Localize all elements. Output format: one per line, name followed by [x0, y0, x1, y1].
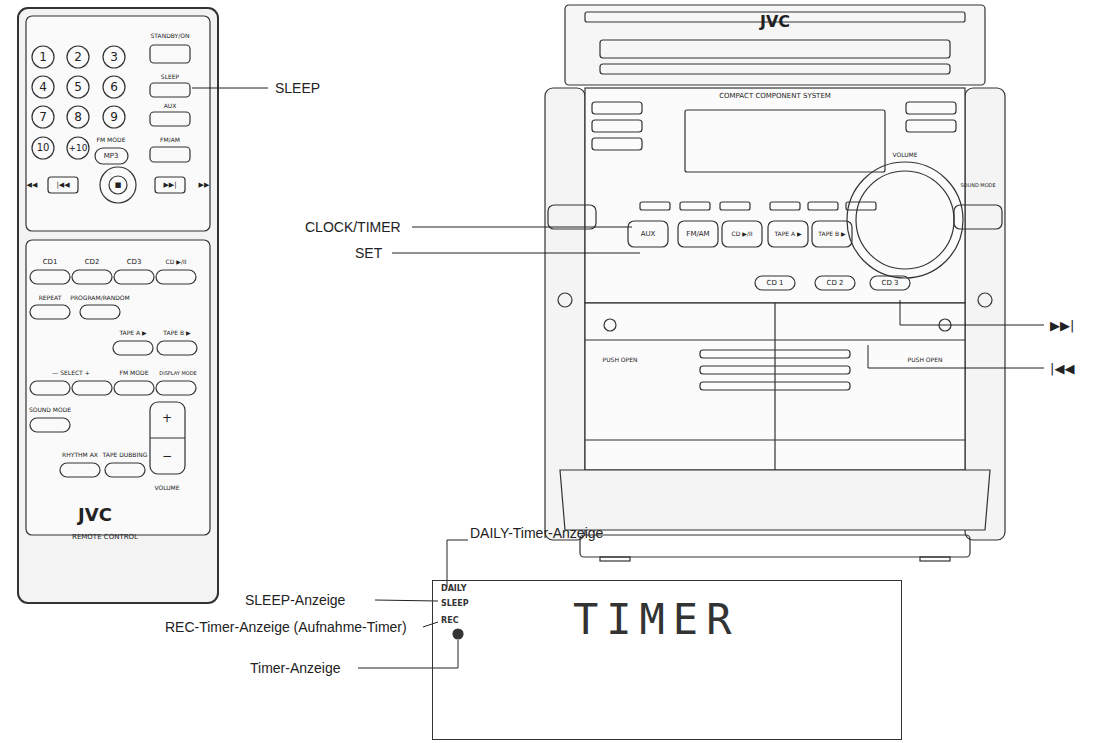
button-label: CD ▶/II — [732, 231, 753, 237]
button-label: SOUND MODE — [29, 407, 71, 413]
leader-lines — [192, 88, 1044, 668]
button-label: 5 — [74, 81, 82, 93]
callout-label: DAILY-Timer-Anzeige — [470, 526, 603, 540]
button-label: VOLUME — [154, 485, 179, 491]
brand-logo: JVC — [78, 506, 112, 524]
button-label: TAPE DUBBING — [103, 452, 148, 458]
button-label: + — [162, 412, 172, 424]
button-label: CD3 — [127, 259, 142, 266]
remote-body — [18, 8, 218, 603]
button-label: ■ — [115, 182, 122, 189]
display-text: TIMER — [573, 599, 739, 641]
callout-label: CLOCK/TIMER — [305, 220, 401, 234]
button-label: 4 — [39, 81, 47, 93]
button-label: CD 2 — [827, 280, 844, 287]
button-label: 6 — [110, 81, 118, 93]
button-label: FM MODE — [97, 137, 126, 143]
button-label: 3 — [110, 51, 118, 63]
button-label: TAPE B ▶ — [163, 330, 190, 336]
brand-logo: JVC — [760, 14, 790, 30]
button-label: ◀◀ — [27, 182, 38, 189]
button-label: TAPE A ▶ — [774, 231, 801, 237]
callout-label: SET — [355, 246, 382, 260]
model-text: REMOTE CONTROL — [72, 534, 138, 541]
button-label: PUSH OPEN — [603, 357, 638, 363]
button-label: DISPLAY MODE — [159, 371, 196, 376]
button-label: CD ▶/II — [166, 259, 187, 265]
button-label: |◀◀ — [56, 182, 69, 189]
button-label: PROGRAM/RANDOM — [70, 295, 129, 301]
button-label: CD 3 — [882, 280, 899, 287]
button-label: TAPE B ▶ — [818, 231, 845, 237]
button-label: 1 — [39, 51, 47, 63]
button-label: +10 — [69, 144, 88, 153]
button-label: CD 1 — [767, 280, 784, 287]
cd-changer-top — [565, 5, 985, 85]
callout-label: |◀◀ — [1050, 362, 1074, 375]
callout-label: SLEEP — [275, 81, 320, 95]
callout-label: Timer-Anzeige — [250, 661, 341, 675]
button-label: − — [162, 450, 172, 462]
button-label: PUSH OPEN — [908, 357, 943, 363]
indicator-label: SLEEP — [441, 600, 469, 608]
button-label: 8 — [74, 111, 82, 123]
callout-label: SLEEP-Anzeige — [245, 593, 345, 607]
display-panel: DAILY SLEEP REC TIMER — [432, 580, 902, 740]
button-label: ▶▶ — [199, 182, 210, 189]
button-label: — SELECT + — [52, 370, 89, 376]
button-label: TAPE A ▶ — [119, 330, 146, 336]
button-label: VOLUME — [892, 152, 917, 158]
button-label: 9 — [110, 111, 118, 123]
button-label: AUX — [164, 103, 177, 109]
button-label: MP3 — [104, 153, 119, 160]
button-label: 2 — [74, 51, 82, 63]
button-label: FM/AM — [160, 137, 180, 143]
button-label: AUX — [641, 231, 656, 238]
button-label: FM/AM — [686, 231, 709, 238]
button-label: CD2 — [85, 259, 100, 266]
button-label: CD1 — [43, 259, 58, 266]
button-label: SLEEP — [161, 74, 179, 80]
button-label: STANDBY/ON — [151, 33, 190, 39]
callout-label: ▶▶| — [1050, 319, 1074, 332]
button-label: REPEAT — [39, 295, 62, 301]
model-text: COMPACT COMPONENT SYSTEM — [719, 93, 831, 100]
indicator-label: REC — [441, 617, 459, 625]
button-label: RHYTHM AX — [62, 452, 98, 458]
indicator-label: DAILY — [441, 585, 466, 593]
button-label: SOUND MODE — [960, 183, 995, 188]
button-label: 7 — [39, 111, 47, 123]
callout-label: REC-Timer-Anzeige (Aufnahme-Timer) — [165, 620, 407, 634]
button-label: 10 — [37, 143, 50, 153]
button-label: ▶▶| — [163, 182, 176, 189]
button-label: FM MODE — [120, 370, 149, 376]
